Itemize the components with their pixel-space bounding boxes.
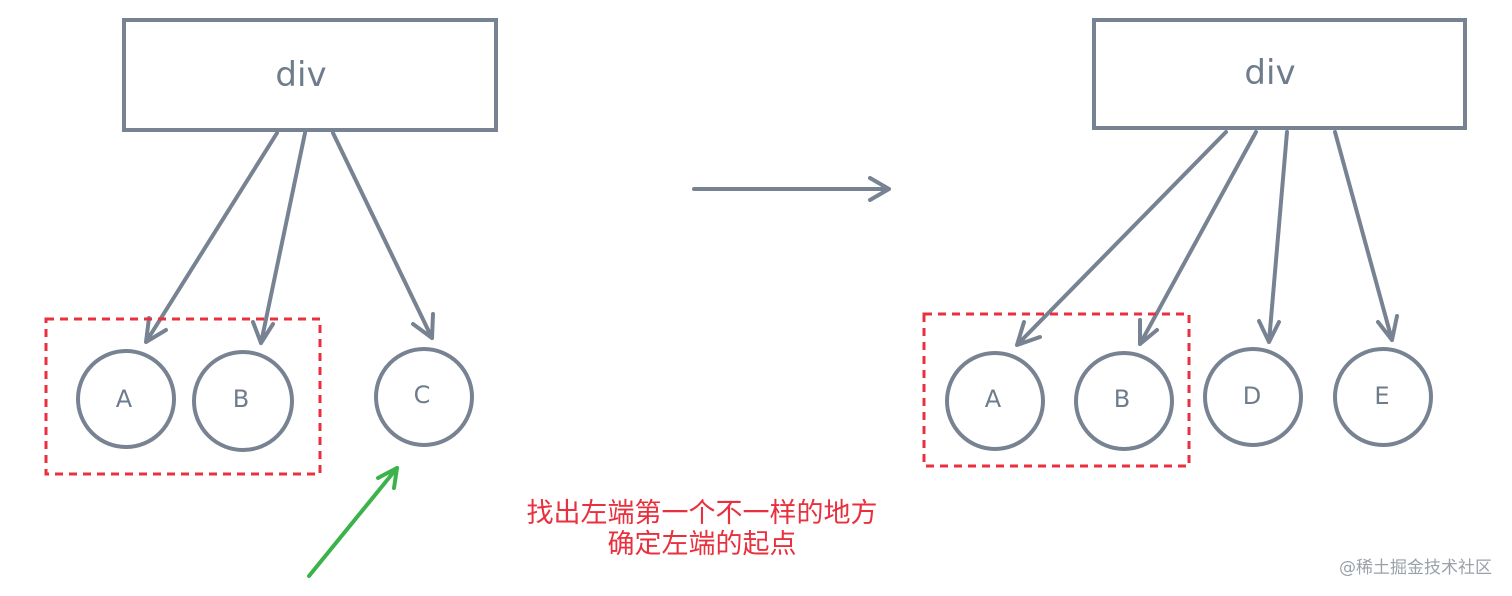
after-edge-a [1015,130,1228,347]
start-pointer-arrow [307,466,399,578]
after-edges [1015,130,1399,347]
after-node-e: E [1333,347,1433,447]
before-selection-box [44,317,322,476]
after-node-b-label: B [1114,385,1130,413]
transition-arrow [692,176,891,202]
before-root-box [122,18,498,132]
after-edge-e [1333,130,1399,342]
before-edge-c [331,131,435,340]
after-tree: div A B D E [922,18,1467,468]
before-root-label: div [275,55,326,95]
before-node-c-label: C [414,381,431,409]
after-node-d: D [1203,347,1303,447]
after-node-a: A [945,351,1045,451]
before-node-b-label: B [233,385,249,413]
before-edge-a [144,131,279,344]
after-node-d-label: D [1243,382,1261,410]
before-node-a: A [76,349,176,449]
before-tree: div A B C [44,18,498,578]
before-node-b: B [192,350,294,452]
after-root-box [1092,18,1467,130]
after-node-b: B [1074,351,1174,451]
after-root-label: div [1244,53,1295,93]
after-node-e-label: E [1374,382,1389,410]
watermark: @稀土掘金技术社区 [1339,558,1492,578]
caption-line-2: 确定左端的起点 [608,529,797,560]
before-node-a-label: A [116,385,133,413]
before-node-c: C [374,347,474,447]
before-edge-b [251,131,307,345]
after-edge-b [1138,130,1258,346]
after-selection-box [922,312,1191,468]
after-edge-d [1257,130,1289,344]
after-node-a-label: A [985,385,1002,413]
caption-line-1: 找出左端第一个不一样的地方 [527,498,878,529]
before-edges [144,131,435,345]
